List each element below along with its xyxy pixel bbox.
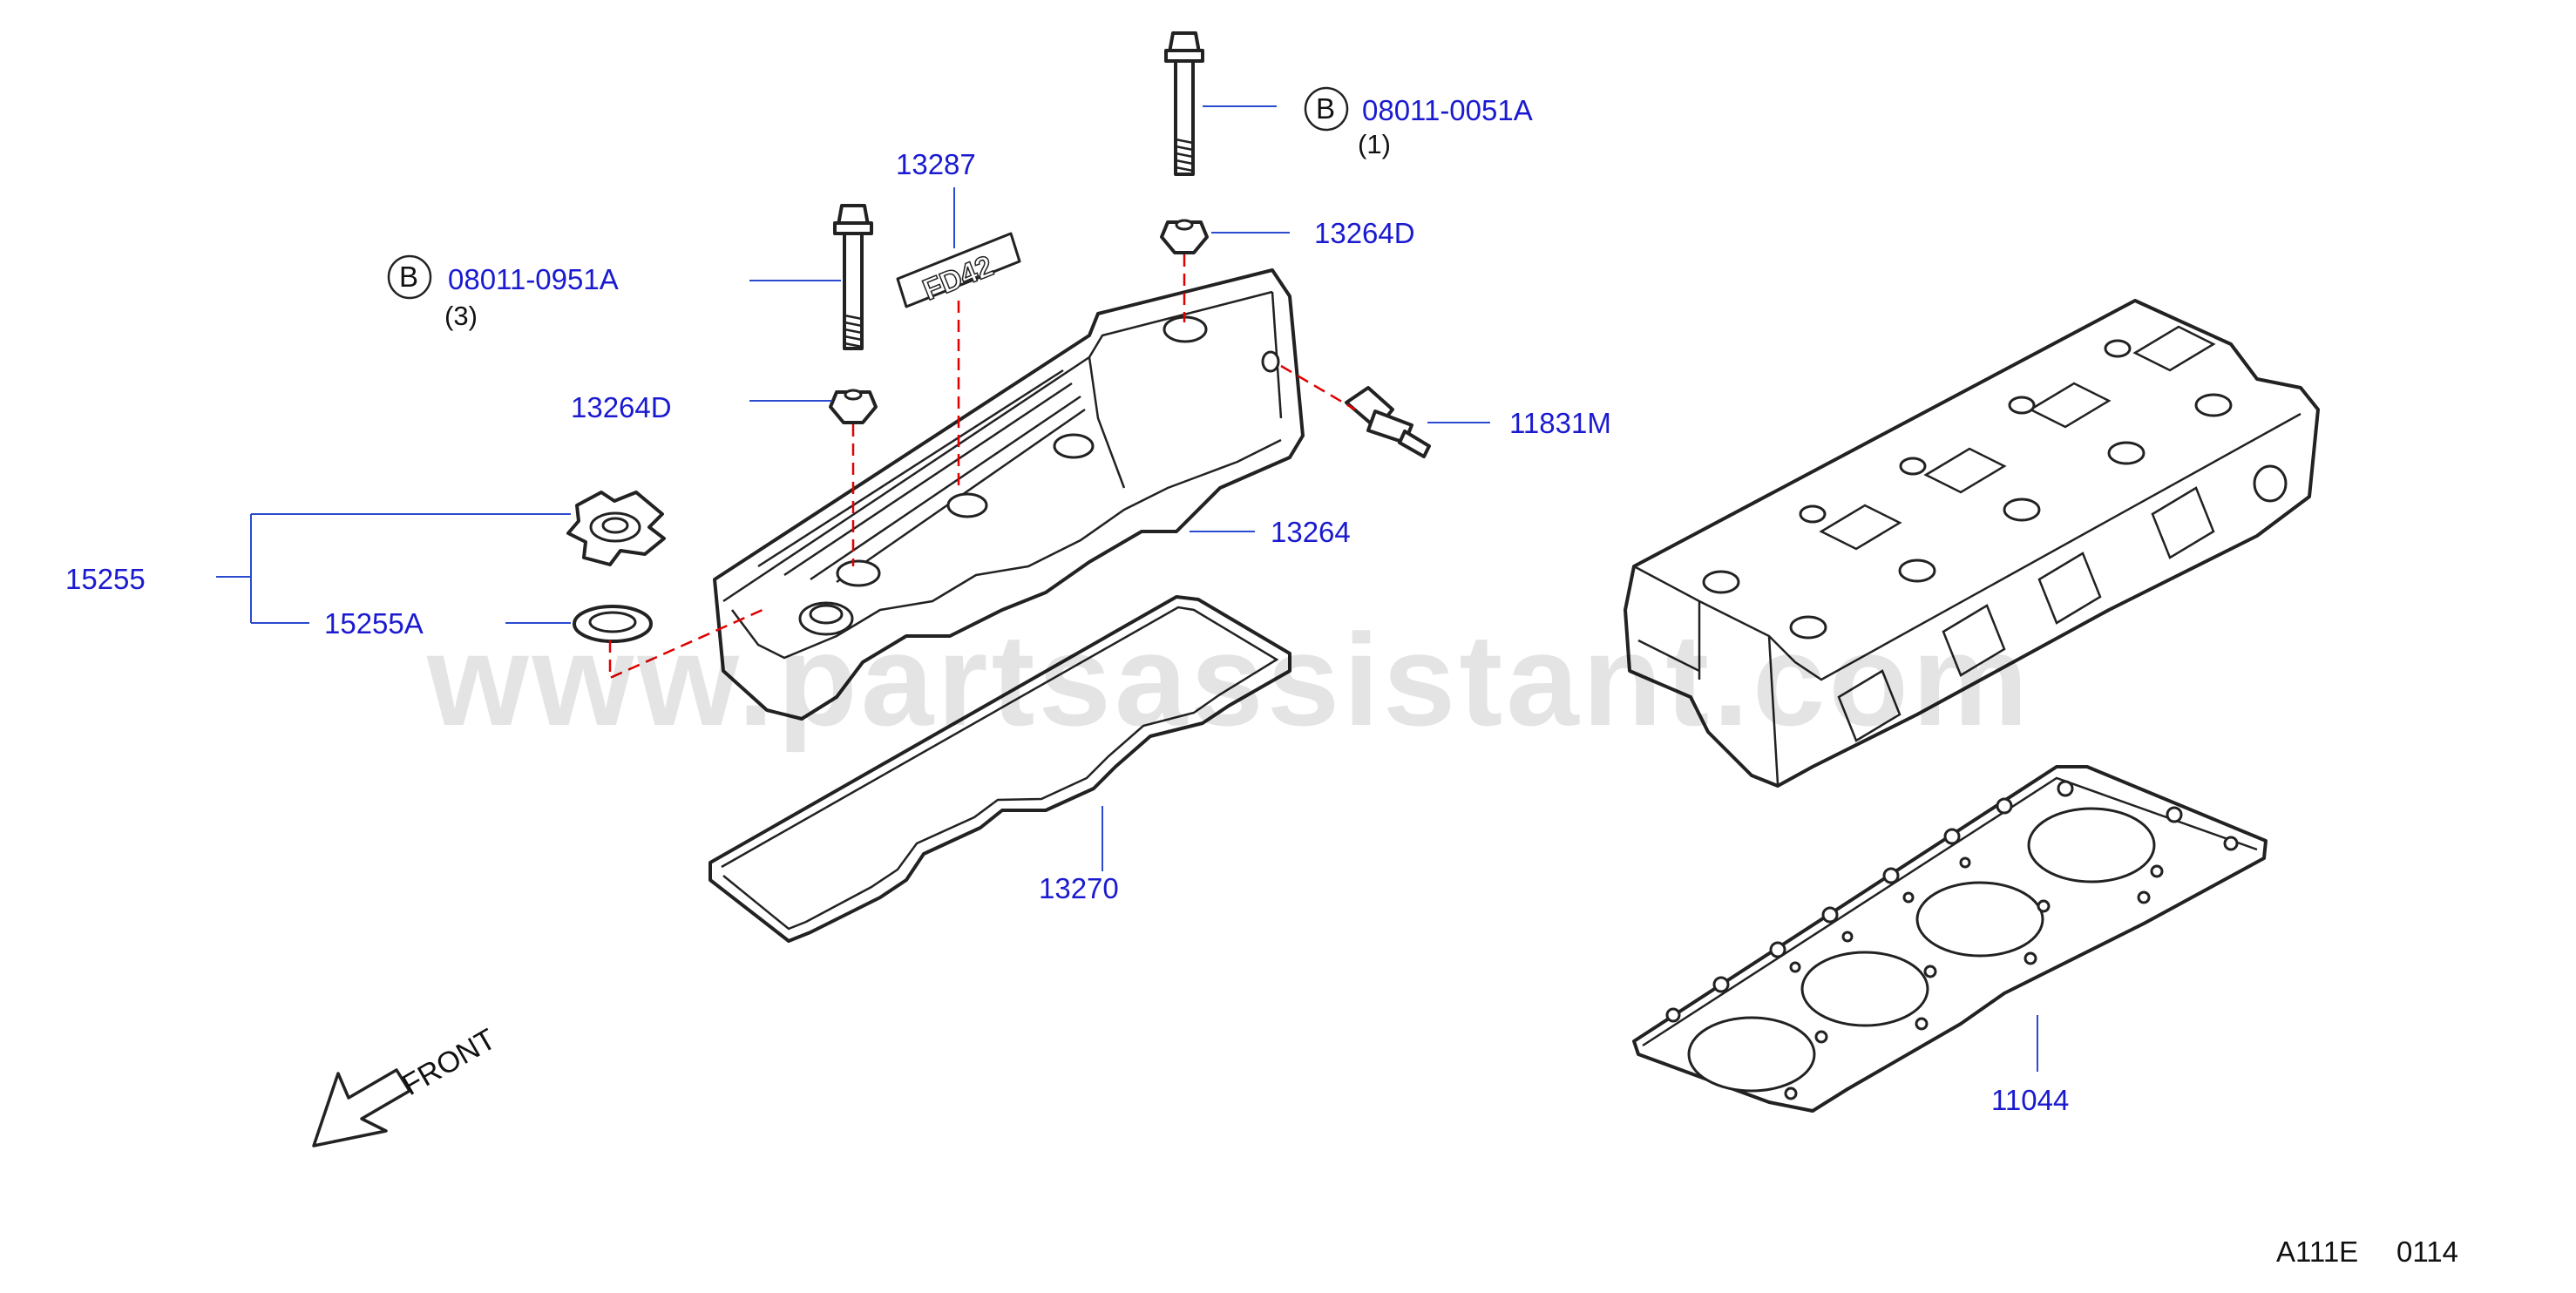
- rocker-cover-13264-drawing[interactable]: [713, 268, 1305, 721]
- part-number-13264[interactable]: 13264: [1271, 516, 1351, 548]
- callout-bolt-left[interactable]: B 08011-0951A (3): [387, 254, 619, 331]
- leader-lines: [216, 105, 2038, 1072]
- part-number-13264D-left[interactable]: 13264D: [571, 391, 672, 423]
- assembly-dash-lines: [608, 254, 1356, 680]
- cylinder-head-drawing: [1624, 299, 2320, 788]
- rocker-cover-gasket-13270-drawing[interactable]: [708, 595, 1291, 943]
- qty-bolt-top: (1): [1358, 129, 1391, 159]
- part-number-08011-0051A: 08011-0051A: [1362, 94, 1533, 126]
- nameplate-13287-drawing[interactable]: FD42: [896, 232, 1021, 308]
- bolt-08011-0051A-drawing[interactable]: [1164, 31, 1204, 176]
- bolt-08011-0951A-drawing[interactable]: [833, 204, 873, 350]
- part-number-13287[interactable]: 13287: [896, 148, 976, 180]
- circle-b-marker-left: [387, 254, 432, 300]
- callout-bolt-top[interactable]: B 08011-0051A (1): [1304, 86, 1533, 159]
- front-direction-indicator: FRONT: [312, 1022, 501, 1147]
- part-number-15255A[interactable]: 15255A: [324, 607, 424, 640]
- qty-bolt-left: (3): [444, 301, 478, 331]
- circle-b-letter-top: B: [1316, 92, 1335, 125]
- oil-cap-seal-drawing[interactable]: [573, 605, 653, 643]
- part-number-11831M[interactable]: 11831M: [1509, 407, 1611, 439]
- circle-b-letter-left: B: [399, 261, 418, 293]
- diagram-page: 0114: [2396, 1235, 2458, 1268]
- part-number-13270[interactable]: 13270: [1039, 872, 1119, 904]
- seal-washer-left-drawing[interactable]: [829, 389, 878, 424]
- part-number-08011-0951A: 08011-0951A: [448, 263, 619, 295]
- seal-washer-top-drawing[interactable]: [1160, 219, 1209, 254]
- head-gasket-11044-drawing[interactable]: [1632, 765, 2268, 1113]
- front-arrow-icon: [312, 1068, 411, 1147]
- part-number-11044[interactable]: 11044: [1991, 1084, 2069, 1116]
- part-number-15255[interactable]: 15255: [65, 563, 146, 595]
- pcv-valve-11831M-drawing[interactable]: [1345, 386, 1431, 458]
- circle-b-marker-top: [1304, 86, 1349, 132]
- part-number-13264D-top[interactable]: 13264D: [1314, 217, 1415, 249]
- front-label: FRONT: [397, 1022, 501, 1101]
- watermark-text: www.partsassistant.com: [426, 606, 2031, 753]
- oil-filler-cap-drawing[interactable]: [566, 491, 666, 566]
- diagram-code: A111E: [2276, 1235, 2358, 1268]
